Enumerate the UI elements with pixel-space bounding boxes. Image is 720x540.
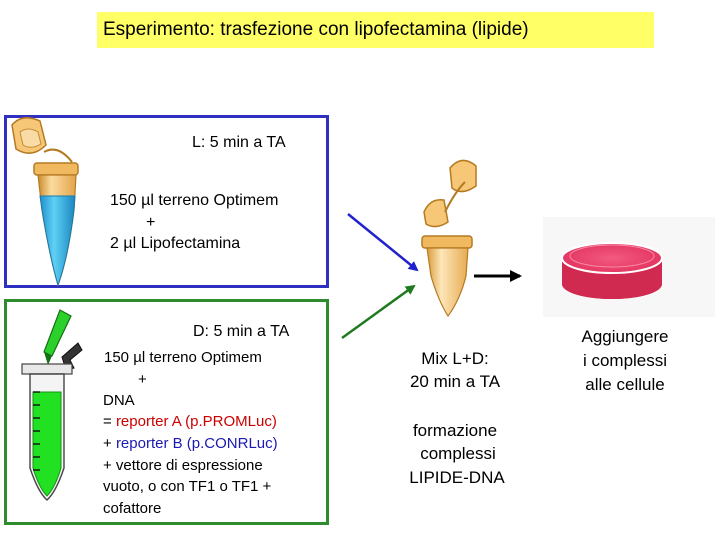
reporter-a-text: reporter A (p.PROMLuc)	[115, 413, 277, 430]
reporter-a-prefix: =	[103, 413, 116, 430]
lipid-tube-icon	[11, 117, 79, 287]
lipid-box-header: L: 5 min a TA	[192, 134, 286, 151]
lipid-box	[4, 115, 329, 288]
dna-medium-text: 150 µl terreno Optimem	[104, 349, 262, 366]
dna-box-header: D: 5 min a TA	[193, 323, 290, 340]
cells-text-line2: i complessi	[582, 351, 668, 370]
cofactor-text: cofattore	[103, 500, 162, 517]
dna-arrow	[341, 284, 416, 340]
mix-text-line1: Mix L+D:	[421, 349, 489, 368]
reporter-b-prefix: +	[103, 435, 116, 452]
lipofectamine-text: 2 µl Lipofectamina	[110, 235, 241, 252]
complex-text-line2: complessi	[420, 444, 496, 463]
vector-option-text: vuoto, o con TF1 o TF1 +	[103, 478, 272, 495]
dna-plus-text: +	[138, 371, 147, 388]
lipid-arrow	[347, 213, 419, 272]
dna-box	[4, 299, 329, 525]
reporter-b-line: + reporter B (p.CONRLuc)	[103, 433, 278, 455]
lipid-medium-text: 150 µl terreno Optimem	[110, 192, 279, 209]
reporter-a-line: = reporter A (p.PROMLuc)	[103, 411, 277, 433]
vector-text: + vettore di espressione	[103, 457, 263, 474]
cells-text-line1: Aggiungere	[581, 327, 669, 346]
complex-text-line3: LIPIDE-DNA	[409, 468, 505, 487]
mix-text-line2: 20 min a TA	[409, 372, 501, 391]
dna-tube-icon	[21, 309, 83, 501]
mix-tube-icon	[421, 159, 477, 318]
petri-dish-icon	[543, 217, 715, 317]
reporter-b-text: reporter B (p.CONRLuc)	[115, 435, 278, 452]
cells-text-line3: alle cellule	[585, 375, 665, 394]
page-title: Esperimento: trasfezione con lipofectami…	[97, 12, 654, 48]
dna-label-text: DNA	[103, 392, 135, 409]
complex-text-line1: formazione	[412, 421, 498, 440]
lipid-plus-text: +	[146, 214, 156, 231]
